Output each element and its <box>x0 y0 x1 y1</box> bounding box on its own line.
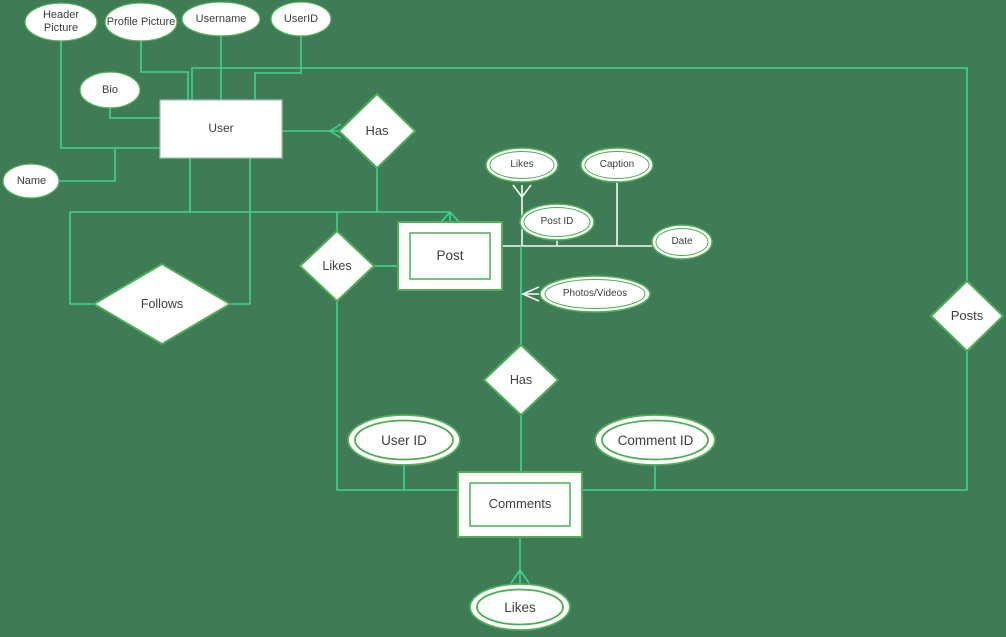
likes-relationship-diamond <box>298 229 376 303</box>
crow-foot-likes-bottom <box>510 569 530 584</box>
edge-bio-user <box>109 108 160 119</box>
likes-comments-attribute-inner <box>476 588 564 626</box>
bio-attribute <box>79 71 141 109</box>
caption-attribute-inner <box>584 151 650 179</box>
user-id-attribute-inner <box>354 419 454 461</box>
date-attribute-inner <box>655 228 709 256</box>
edge-profile-picture-user <box>140 41 189 100</box>
edge-user-posts <box>191 67 968 281</box>
postid-attribute-inner <box>523 207 591 237</box>
crow-foot-likes-attr <box>512 184 532 198</box>
edge-name-user <box>59 149 116 182</box>
posts-relationship-diamond <box>929 279 1005 353</box>
comment-id-attribute-inner <box>601 419 709 461</box>
edge-userid-user <box>254 36 302 100</box>
connector-lines <box>59 36 968 584</box>
header-picture-attribute <box>24 2 98 42</box>
has2-relationship-diamond <box>482 343 560 417</box>
edge-follows-right <box>230 213 251 305</box>
photos-videos-attribute-inner <box>544 279 646 309</box>
edge-follows-left <box>69 212 95 305</box>
edge-posts-comments <box>582 351 968 491</box>
crow-foot-post-top <box>440 211 460 223</box>
userid-attribute <box>270 1 332 37</box>
profile-picture-attribute <box>104 2 178 42</box>
username-attribute <box>181 1 261 37</box>
crow-foot-photos <box>522 286 540 302</box>
edge-header-picture-user <box>60 41 160 149</box>
has-relationship-diamond <box>337 92 417 170</box>
post-entity-inner <box>409 232 491 280</box>
name-attribute <box>2 163 60 199</box>
follows-relationship-diamond <box>92 262 232 346</box>
edge-likes-comments <box>336 300 458 491</box>
likes-post-attribute-inner <box>489 151 555 179</box>
comments-entity-inner <box>469 482 571 527</box>
user-entity <box>159 99 283 159</box>
